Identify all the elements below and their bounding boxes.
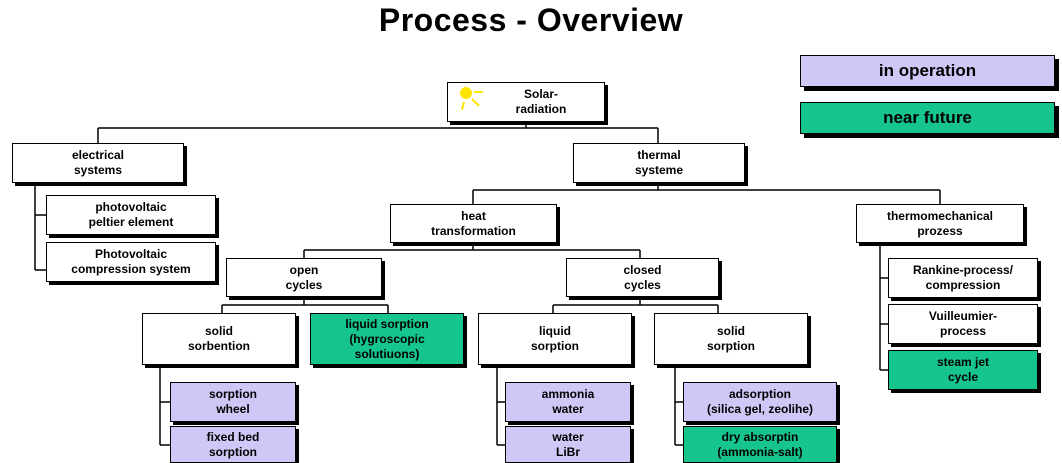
node-heat-trans-line2: transformation	[431, 223, 516, 238]
node-liquid-sorption-hygroscopic: liquid sorption (hygroscopic solutiuons)	[310, 313, 464, 365]
node-solar-radiation-line1: Solar-	[523, 87, 558, 101]
node-closed-line2: cycles	[624, 277, 661, 292]
node-electrical-systems: electrical systems	[12, 143, 184, 183]
node-photovoltaic-peltier: photovoltaic peltier element	[46, 195, 216, 235]
node-adsorption: adsorption (silica gel, zeolihe)	[683, 382, 837, 422]
node-liquid-sorp-line1: liquid sorption	[345, 316, 429, 331]
node-fixed-bed-sorption: fixed bed sorption	[170, 426, 296, 463]
node-thermomech-line1: thermomechanical	[886, 208, 994, 223]
node-ammonia-water: ammonia water	[505, 382, 631, 422]
node-closed-line1: closed	[623, 262, 662, 277]
node-liquid-sorp-line2: (hygroscopic	[349, 331, 425, 346]
node-open-cycles: open cycles	[226, 258, 382, 297]
node-solid-sorb-line2: sorbention	[188, 339, 250, 353]
node-fixed-bed-line1: fixed bed	[206, 429, 260, 444]
node-rankine-line1: Rankine-process/	[912, 263, 1014, 277]
node-thermal-line2: systeme	[634, 163, 684, 177]
node-solid-sorption-line1: solid	[716, 324, 745, 338]
node-liquid-sorption-line1: liquid	[539, 324, 571, 338]
node-water-libr-line2: LiBr	[556, 444, 580, 459]
node-dry-absorptin: dry absorptin (ammonia-salt)	[683, 426, 837, 463]
node-dry-abs-line1: dry absorptin	[721, 429, 799, 444]
node-pv-comp-line1: Photovoltaic	[94, 247, 167, 261]
node-steam-jet-cycle: steam jet cycle	[888, 350, 1038, 390]
node-sorp-wheel-line2: wheel	[216, 402, 250, 416]
node-thermal-line1: thermal	[637, 148, 681, 162]
node-dry-abs-line2: (ammonia-salt)	[717, 444, 803, 459]
node-vuilleumier-line1: Vuilleumier-	[928, 309, 998, 323]
legend-near-future: near future	[800, 102, 1055, 134]
sun-icon	[460, 87, 483, 111]
node-rankine-process: Rankine-process/ compression	[888, 258, 1038, 298]
node-vuilleumier-line2: process	[939, 324, 987, 338]
node-ammonia-line2: water	[552, 402, 584, 416]
legend-in-operation: in operation	[800, 55, 1055, 87]
node-pv-peltier-line1: photovoltaic	[95, 200, 167, 214]
node-solar-radiation-line2: radiation	[515, 102, 567, 116]
page-title: Process - Overview	[378, 2, 684, 38]
legend-near-future-label: near future	[883, 108, 972, 127]
node-sorption-wheel: sorption wheel	[170, 382, 296, 422]
node-heat-transformation: heat transformation	[390, 204, 557, 243]
node-thermomechanical-prozess: thermomechanical prozess	[856, 204, 1024, 243]
node-solid-sorption: solid sorption	[654, 313, 808, 365]
node-open-line2: cycles	[285, 277, 323, 292]
node-solid-sorbention: solid sorbention	[142, 313, 296, 365]
node-thermal-systeme: thermal systeme	[573, 143, 745, 183]
node-water-libr-line1: water	[552, 429, 584, 444]
node-pv-comp-line2: compression system	[71, 262, 191, 276]
node-solid-sorption-line2: sorption	[707, 339, 755, 353]
node-steamjet-line1: steam jet	[936, 355, 990, 369]
node-liquid-sorption-line2: sorption	[531, 339, 579, 353]
node-rankine-line2: compression	[925, 278, 1001, 292]
node-fixed-bed-line2: sorption	[209, 444, 257, 459]
node-adsorption-line1: adsorption	[729, 387, 791, 401]
node-electrical-line1: electrical	[71, 148, 125, 162]
legend-in-operation-label: in operation	[878, 61, 977, 80]
node-photovoltaic-compression: Photovoltaic compression system	[46, 242, 216, 282]
node-vuilleumier-process: Vuilleumier- process	[888, 304, 1038, 344]
node-solar-radiation: Solar- radiation	[447, 82, 605, 122]
node-thermomech-line2: prozess	[917, 223, 963, 238]
node-adsorption-line2: (silica gel, zeolihe)	[706, 402, 814, 416]
node-solid-sorb-line1: solid	[204, 324, 233, 338]
node-pv-peltier-line2: peltier element	[88, 215, 174, 229]
node-heat-trans-line1: heat	[461, 208, 486, 223]
node-steamjet-line2: cycle	[947, 370, 979, 384]
node-sorp-wheel-line1: sorption	[209, 387, 257, 401]
node-closed-cycles: closed cycles	[566, 258, 719, 297]
node-ammonia-line1: ammonia	[541, 387, 595, 401]
node-open-line1: open	[289, 262, 319, 277]
node-liquid-sorp-line3: solutiuons)	[354, 346, 420, 361]
node-electrical-line2: systems	[73, 163, 123, 177]
node-water-libr: water LiBr	[505, 426, 631, 463]
node-liquid-sorption: liquid sorption	[478, 313, 632, 365]
